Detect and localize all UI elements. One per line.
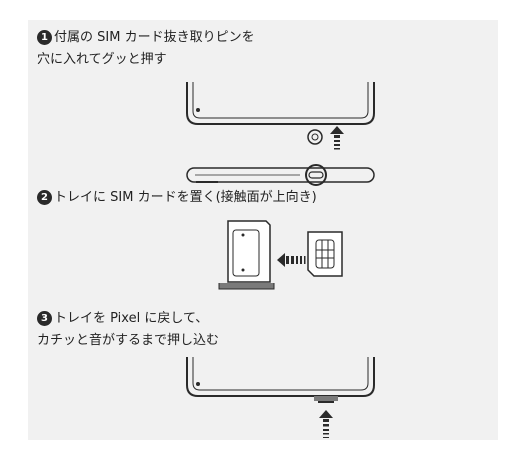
step-1-line-2: 穴に入れてグッと押す xyxy=(37,52,167,67)
insert-arrow-icon xyxy=(277,253,306,267)
sim-tray-illustration xyxy=(218,220,275,290)
sim-tray-edge-icon xyxy=(314,396,338,403)
step-3-line-1: トレイを Pixel に戻して、 xyxy=(54,311,209,326)
push-arrow-icon-3 xyxy=(319,410,333,438)
phone-side-profile xyxy=(186,164,375,186)
phone-bottom-illustration-1 xyxy=(186,82,375,125)
step-1-number: 1 xyxy=(37,30,52,45)
step-2-number: 2 xyxy=(37,190,52,205)
step-3-line-2: カチッと音がするまで押し込む xyxy=(37,333,220,348)
sim-card-icon xyxy=(307,231,343,277)
push-arrow-icon-1 xyxy=(330,126,344,150)
step-2-line-1: トレイに SIM カードを置く(接触面が上向き) xyxy=(54,190,317,205)
step-3-number: 3 xyxy=(37,311,52,326)
phone-bottom-illustration-3 xyxy=(186,357,375,397)
sim-pin-hole-icon xyxy=(307,129,323,145)
step-1-line-1: 付属の SIM カード抜き取りピンを xyxy=(54,30,255,45)
